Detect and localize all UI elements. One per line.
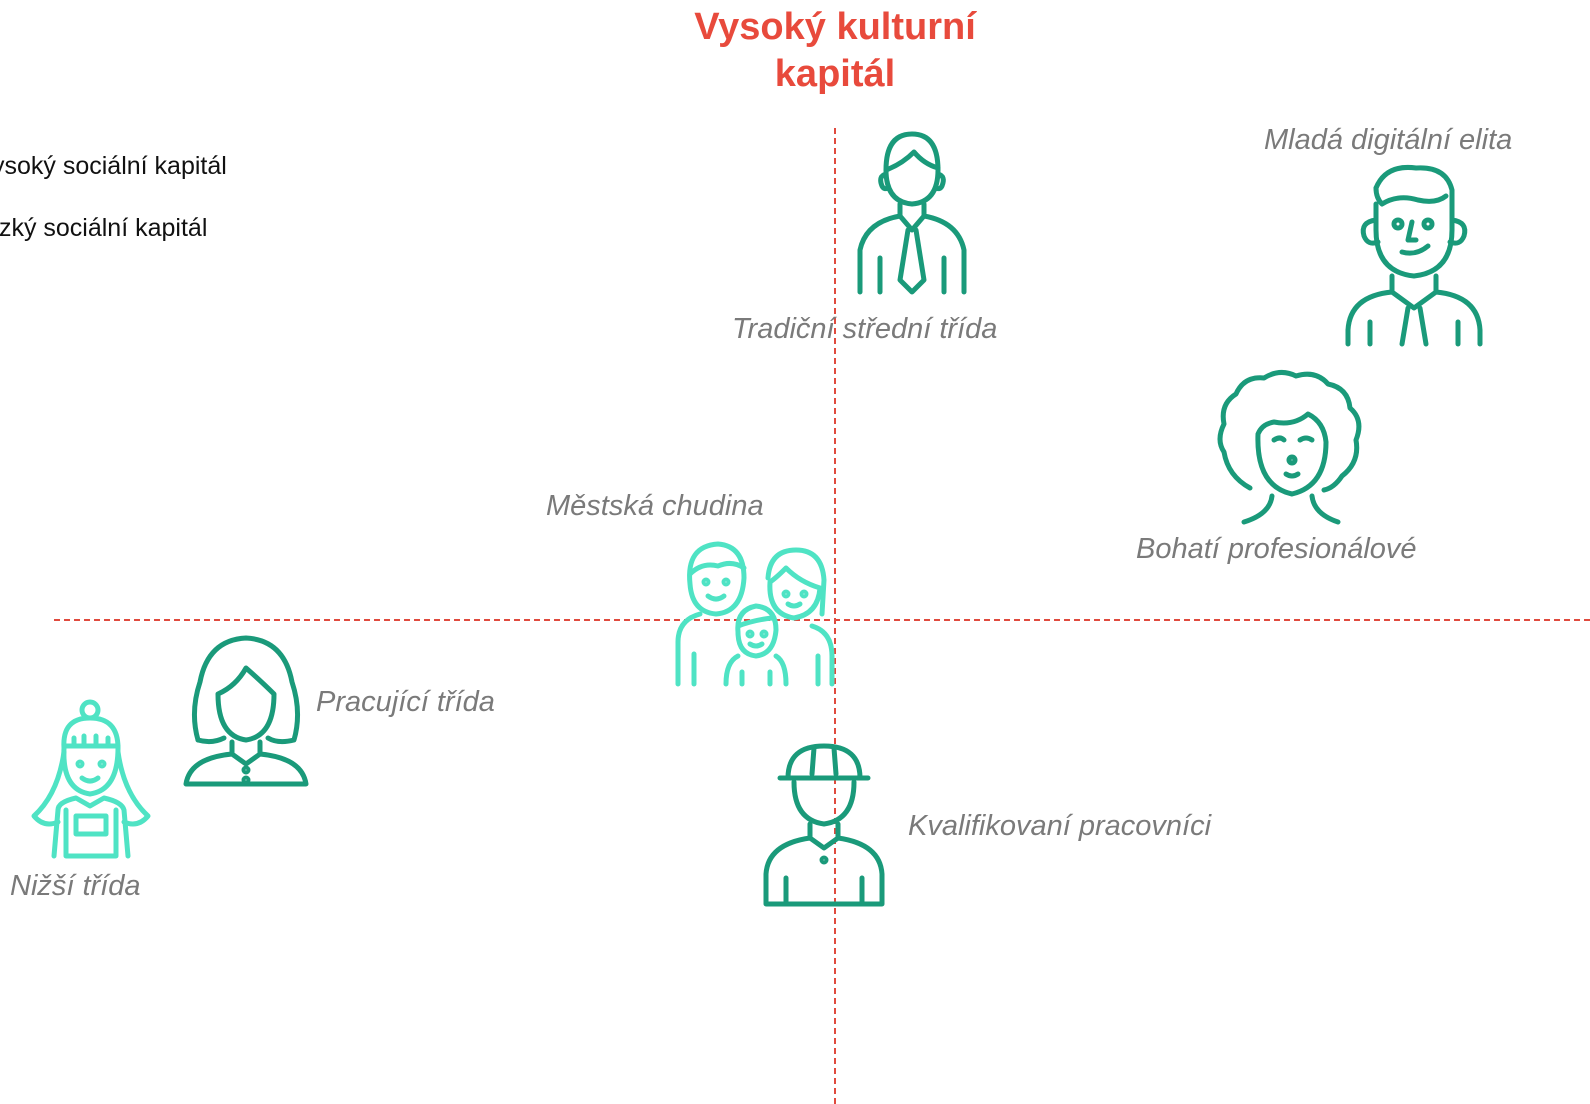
girl-apron-icon (28, 698, 154, 860)
label-lower-class: Nižší třída (10, 870, 141, 902)
label-traditional-middle: Tradiční střední třída (732, 313, 998, 345)
diagram-title: Vysoký kulturní kapitál (694, 6, 976, 95)
young-man-icon (1342, 160, 1486, 348)
curly-hair-person-icon (1214, 368, 1366, 528)
woman-icon (178, 634, 314, 790)
family-icon (672, 538, 838, 688)
vertical-axis-line (834, 128, 836, 1104)
label-wealthy-professionals: Bohatí profesionálové (1136, 533, 1417, 565)
label-young-digital-elite: Mladá digitální elita (1264, 124, 1513, 156)
legend-high-social: ysoký sociální kapitál (0, 152, 227, 180)
horizontal-axis-line (54, 619, 1590, 621)
label-urban-poor: Městská chudina (546, 490, 764, 522)
construction-worker-icon (762, 740, 886, 908)
legend-low-social: ízký sociální kapitál (0, 214, 208, 242)
label-working-class: Pracující třída (316, 686, 495, 718)
label-skilled-workers: Kvalifikovaní pracovníci (908, 810, 1212, 842)
businessman-icon (852, 130, 972, 296)
